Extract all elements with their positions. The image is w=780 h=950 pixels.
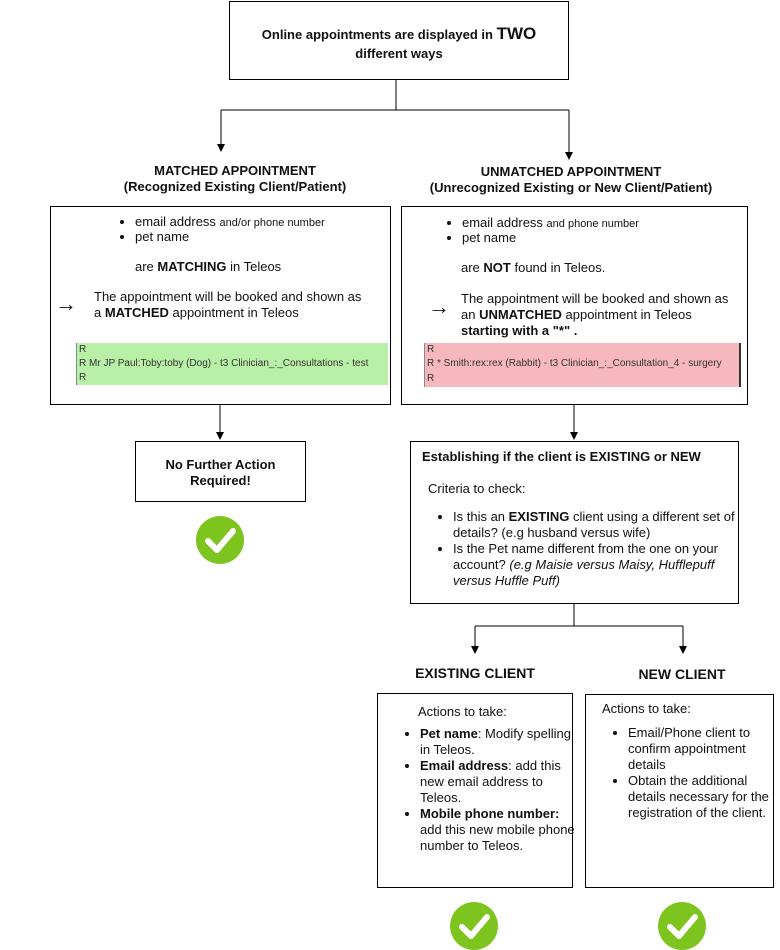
matched-row-marker-top: R (79, 344, 87, 355)
establishing-question-existing: Is this an EXISTING client using a diffe… (453, 509, 743, 541)
q1-bold: EXISTING (508, 509, 570, 524)
check-icon (196, 516, 244, 564)
unmatched-criteria-pet: pet name (462, 230, 639, 245)
a2-bold: Email address (420, 758, 509, 773)
unmatched-result-post: appointment in Teleos (561, 307, 692, 322)
matched-criteria-pet: pet name (135, 229, 325, 244)
a2-rest: : add this new email address to Teleos. (420, 758, 561, 805)
unmatched-result-bold: UNMATCHED (479, 307, 562, 322)
top-line-1: Online appointments are displayed in TWO (230, 24, 568, 44)
unmatched-result-line3: starting with a "*" . (461, 323, 578, 338)
unmatched-arrow-icon: → (428, 294, 450, 319)
matched-appointment-row[interactable]: R Mr JP Paul:Toby:toby (Dog) - t3 Clinic… (79, 358, 368, 369)
matched-box: email address and/or phone number pet na… (50, 206, 391, 405)
matched-criteria-email: email address and/or phone number (135, 214, 325, 229)
matched-email-qualifier: and/or phone number (219, 217, 325, 229)
no-action-box: No Further Action Required! (135, 441, 306, 502)
existing-actions-label: Actions to take: (418, 704, 507, 719)
unmatched-criteria-email: email address and phone number (462, 215, 639, 230)
matched-status-pre: are (135, 259, 158, 274)
existing-action-mobile: Mobile phone number: add this new mobile… (420, 806, 580, 854)
new-actions-list: Email/Phone client to confirm appointmen… (610, 725, 778, 821)
matched-row-marker-bottom: R (79, 372, 87, 383)
new-action-contact: Email/Phone client to confirm appointmen… (628, 725, 778, 773)
unmatched-heading: UNMATCHED APPOINTMENT (Unrecognized Exis… (410, 164, 732, 196)
unmatched-appointment-snippet: R R * Smith:rex:rex (Rabbit) - t3 Clinic… (424, 343, 741, 387)
unmatched-row-marker: R (427, 358, 435, 369)
matched-result-line2: a MATCHED appointment in Teleos (94, 305, 361, 321)
existing-client-heading: EXISTING CLIENT (415, 665, 535, 681)
q2-italic: (e.g Maisie versus Maisy, Hufflepuff ver… (453, 557, 715, 588)
matched-result-pre: a (94, 305, 105, 320)
existing-action-email: Email address: add this new email addres… (420, 758, 580, 806)
no-action-line1: No Further Action (165, 457, 276, 472)
new-client-heading: NEW CLIENT (638, 666, 726, 682)
matched-heading: MATCHED APPOINTMENT (Recognized Existing… (100, 163, 370, 195)
unmatched-status-bold: NOT (483, 260, 511, 275)
existing-action-pet: Pet name: Modify spelling in Teleos. (420, 726, 580, 758)
q1-post: client using a different set of details?… (453, 509, 735, 540)
matched-email-label: email address (135, 214, 220, 229)
matched-result-line1: The appointment will be booked and shown… (94, 289, 362, 304)
unmatched-heading-text: UNMATCHED APPOINTMENT (480, 164, 662, 179)
matched-result-bold: MATCHED (104, 305, 169, 320)
matched-row-marker: R (79, 358, 87, 369)
matched-row-text: Mr JP Paul:Toby:toby (Dog) - t3 Clinicia… (89, 358, 369, 369)
unmatched-appointment-row[interactable]: R * Smith:rex:rex (Rabbit) - t3 Clinicia… (427, 358, 737, 369)
unmatched-subheading: (Unrecognized Existing or New Client/Pat… (429, 180, 713, 195)
unmatched-result-pre: an (461, 307, 480, 322)
a3-rest: add this new mobile phone number to Tele… (420, 822, 575, 853)
unmatched-result: The appointment will be booked and shown… (461, 291, 728, 339)
establishing-box: Establishing if the client is EXISTING o… (410, 441, 739, 604)
top-box: Online appointments are displayed in TWO… (229, 1, 569, 80)
top-emphasis: TWO (496, 24, 537, 43)
no-action-line2: Required! (190, 473, 251, 488)
q2-pre: Is the Pet name different from the one o… (453, 541, 718, 572)
a1-rest: : Modify spelling in Teleos. (420, 726, 572, 757)
q1-pre: Is this an (453, 509, 509, 524)
unmatched-result-line1: The appointment will be booked and shown… (461, 291, 729, 306)
unmatched-row-marker-bottom: R (427, 373, 435, 384)
matched-heading-text: MATCHED APPOINTMENT (154, 163, 316, 178)
unmatched-row-marker-top: R (427, 344, 435, 355)
existing-client-box: Actions to take: Pet name: Modify spelli… (377, 693, 575, 888)
establishing-question-pet: Is the Pet name different from the one o… (453, 541, 743, 589)
existing-actions-list: Pet name: Modify spelling in Teleos. Ema… (402, 726, 580, 854)
new-actions-label: Actions to take: (602, 701, 691, 716)
establishing-criteria-label: Criteria to check: (428, 481, 526, 496)
unmatched-status-post: found in Teleos. (510, 260, 606, 275)
unmatched-result-line2: an UNMATCHED appointment in Teleos (461, 307, 728, 323)
check-icon (450, 902, 498, 950)
establishing-criteria-list: Is this an EXISTING client using a diffe… (435, 509, 743, 589)
a1-bold: Pet name (420, 726, 478, 741)
establishing-title: Establishing if the client is EXISTING o… (422, 449, 701, 464)
matched-subheading: (Recognized Existing Client/Patient) (123, 179, 347, 194)
unmatched-email-label: email address (462, 215, 547, 230)
check-icon (658, 902, 706, 950)
top-line-2: different ways (355, 46, 443, 61)
matched-result: The appointment will be booked and shown… (94, 289, 361, 321)
unmatched-status-pre: are (461, 260, 484, 275)
matched-status: are MATCHING in Teleos (135, 259, 281, 274)
unmatched-box: email address and phone number pet name … (401, 206, 748, 405)
top-text: Online appointments are displayed in (261, 27, 497, 42)
new-client-box: Actions to take: Email/Phone client to c… (585, 694, 774, 888)
a3-bold: Mobile phone number: (420, 806, 560, 821)
new-action-obtain: Obtain the additional details necessary … (628, 773, 778, 821)
matched-arrow-icon: → (55, 291, 77, 316)
matched-appointment-snippet: R R Mr JP Paul:Toby:toby (Dog) - t3 Clin… (76, 343, 388, 385)
matched-status-bold: MATCHING (157, 259, 227, 274)
unmatched-email-qualifier: and phone number (546, 218, 639, 230)
unmatched-row-text: * Smith:rex:rex (Rabbit) - t3 Clinician_… (437, 358, 722, 369)
matched-criteria-list: email address and/or phone number pet na… (117, 214, 325, 244)
unmatched-status: are NOT found in Teleos. (461, 260, 605, 275)
matched-result-post: appointment in Teleos (168, 305, 299, 320)
unmatched-criteria-list: email address and phone number pet name (444, 215, 639, 245)
matched-status-post: in Teleos (226, 259, 282, 274)
